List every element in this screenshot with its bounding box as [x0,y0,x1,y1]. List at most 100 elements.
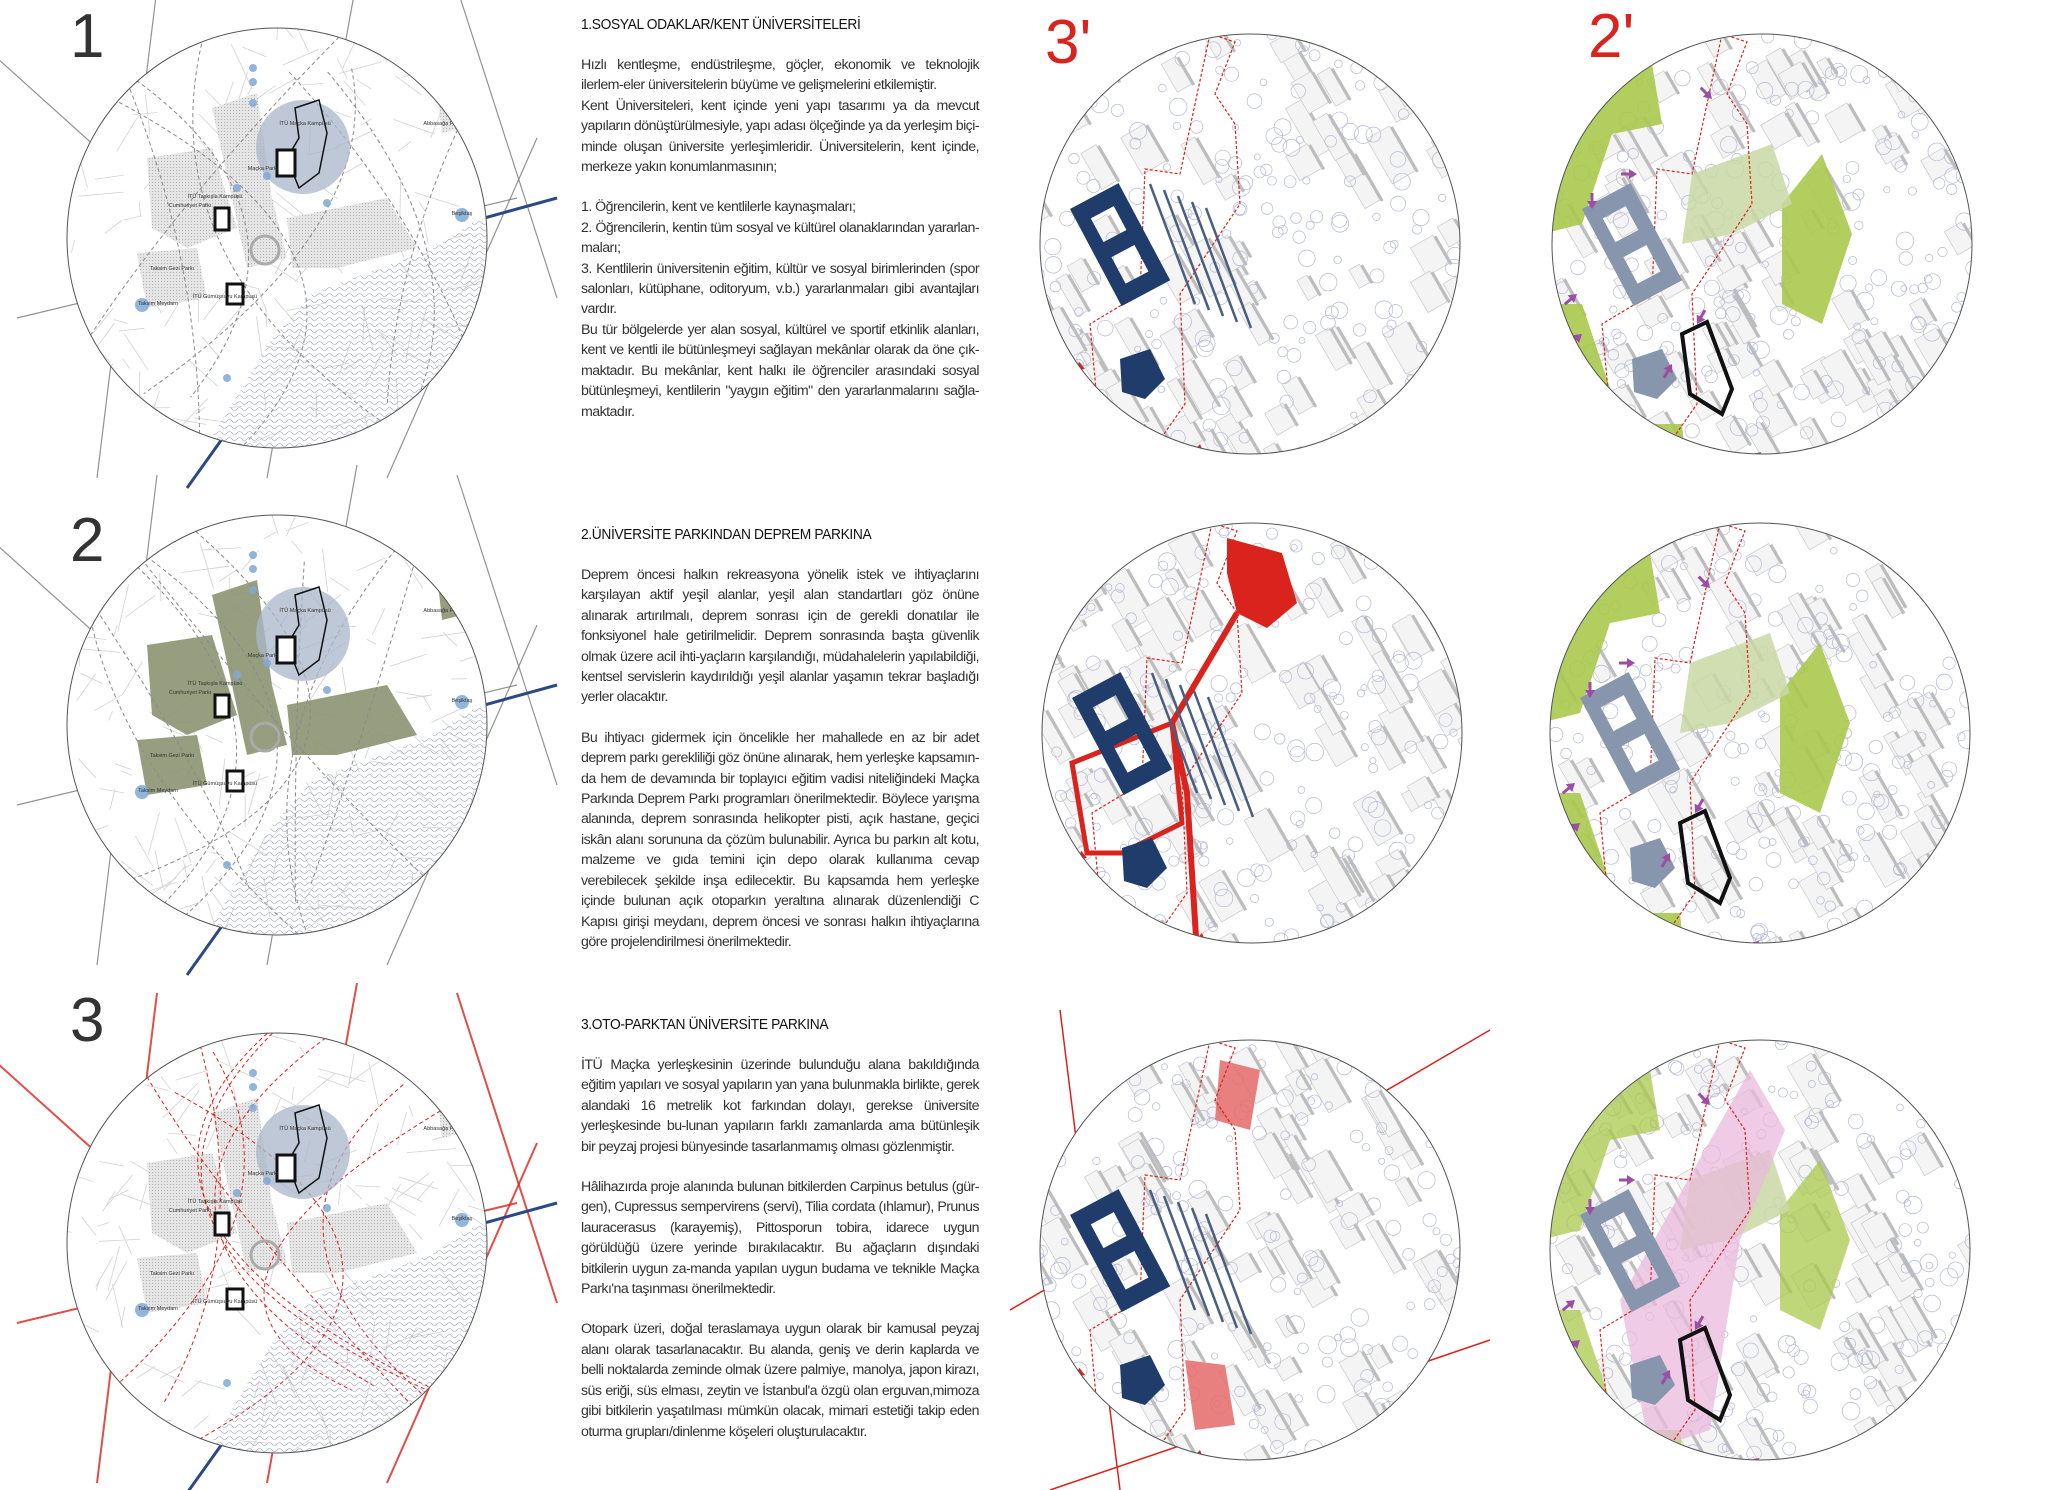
tree [1979,391,1990,402]
building-footprint [1393,1018,1438,1077]
building-shadow [2007,1306,2025,1334]
building [1976,246,2011,281]
street [474,904,483,931]
transit-point [233,671,241,679]
building-footprint [1391,938,1438,998]
building-footprint [1549,908,1576,936]
building-footprint [1947,1353,1975,1391]
street [56,1346,69,1371]
building-footprint [1991,898,2039,959]
street [38,1221,71,1232]
street [57,151,66,172]
map-label-taskisla: İTÜ Taşkışla Kampüsü [188,1198,243,1205]
street [132,538,143,540]
street [427,25,440,27]
building [1921,1057,1952,1091]
tree [1748,12,1758,22]
tree [1958,1405,1970,1417]
building [1382,955,1412,987]
tree [1791,461,1799,469]
street [171,923,176,969]
access-arrow-icon [1715,507,1725,523]
street [146,438,150,449]
building-shadow [1930,74,1948,102]
street [71,947,79,980]
tree [1024,1020,1037,1033]
building [1590,413,1617,441]
building-footprint [1464,152,1513,211]
street [480,166,515,200]
street [484,326,499,360]
building-shadow [1123,1013,1142,1044]
tree [1827,1025,1837,1035]
building [1957,318,1989,355]
building [1386,948,1423,989]
building [1901,526,1950,582]
building-footprint [1854,481,1900,535]
tree [1713,1026,1721,1034]
street [79,525,80,561]
site-plan-2prime-row2 [1520,493,2000,973]
building-shadow [1480,543,1503,580]
tree [1368,509,1383,524]
building-shadow [1567,1469,1582,1490]
building-footprint [1457,797,1494,834]
tree [1079,461,1087,469]
arrow-shaft [1590,407,1599,415]
building [1530,1043,1585,1109]
building-shadow [1099,917,1113,938]
building [1043,520,1090,571]
building-footprint [1932,28,1974,81]
street [22,550,42,558]
street [441,925,465,930]
building-shadow [1324,1022,1344,1053]
tree [1377,918,1384,925]
tree [1102,1482,1113,1490]
building-footprint [1989,192,2030,241]
tree [1034,1373,1048,1387]
tree [1444,551,1454,561]
tree [1061,54,1078,71]
tree [1072,470,1082,480]
tree [1707,943,1722,958]
tree [1034,1097,1049,1112]
building-footprint [1477,726,1521,776]
building-footprint [1989,542,2024,589]
street [49,251,62,267]
building-footprint [1892,1065,1913,1091]
tree [1882,547,1894,559]
section-2-paragraph: Bu ihtiyacı gidermek için öncelikle her … [581,728,979,952]
tree [1524,718,1530,724]
building [1040,436,1069,472]
building-shadow [1441,544,1471,593]
building-shadow [2001,1171,2028,1214]
building-footprint [1394,911,1439,969]
tree [1705,942,1718,955]
tree [1957,376,1969,388]
tree [1542,32,1548,38]
tree [1082,574,1097,589]
building-shadow [1421,1448,1436,1471]
building-shadow [1902,1065,1917,1088]
tree [1470,660,1484,674]
building-shadow [1997,248,2011,269]
building-shadow [1028,1147,1049,1180]
building-shadow [1849,929,1869,961]
building [1947,1352,1979,1393]
arrow-head [1583,370,1596,383]
building [1451,25,1491,77]
tree [1469,1218,1483,1232]
building-shadow [1582,942,1613,993]
building-shadow [1447,1139,1475,1184]
tree [1542,540,1555,553]
tree [1100,1411,1110,1421]
building-footprint [1985,416,2023,465]
tree [1706,1010,1720,1024]
building [1957,1456,2010,1490]
tree [1433,1007,1449,1023]
building-shadow [1403,1391,1427,1430]
street [71,21,94,55]
building [1059,381,1087,413]
building-footprint [1478,499,1514,537]
map-label-gumussuyu: İTÜ Gümüşsuyu Kampüsü [193,293,258,300]
